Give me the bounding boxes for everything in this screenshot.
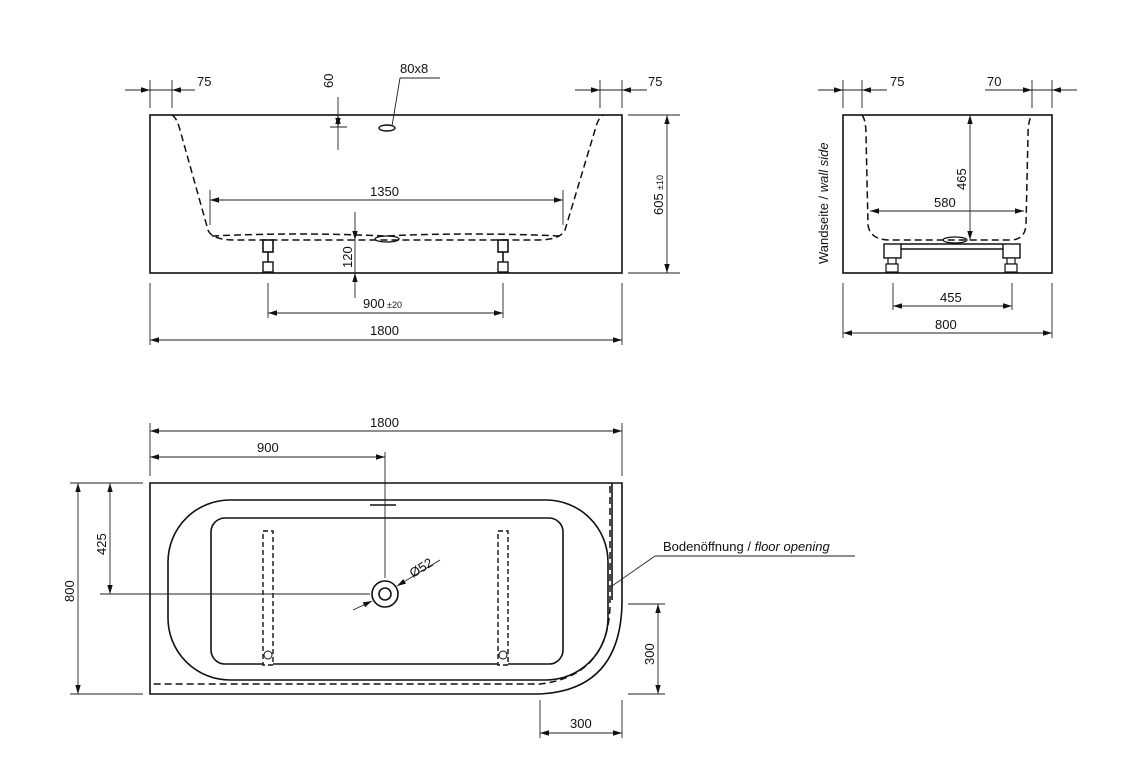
top-foot-right-icon <box>497 530 509 666</box>
front-dim-right-rim: 75 <box>648 74 662 89</box>
front-dim-inner-length: 1350 <box>370 184 399 199</box>
front-dim-left-rim: 75 <box>197 74 211 89</box>
top-basin-floor <box>210 517 564 665</box>
top-dim-total-width: 800 <box>62 580 77 602</box>
top-tub-outline <box>149 482 623 695</box>
foot-left-icon <box>262 239 274 273</box>
front-dim-overflow-size: 80x8 <box>400 61 428 76</box>
front-basin-profile <box>171 114 604 241</box>
side-dim-right-rim: 70 <box>987 74 1001 89</box>
front-dim-overflow-height: 60 <box>321 74 336 88</box>
side-foot-left-icon <box>883 243 902 259</box>
front-dim-feet-tolerance: ±20 <box>387 300 402 310</box>
drain-icon <box>371 580 399 608</box>
side-dim-left-rim: 75 <box>890 74 904 89</box>
front-dim-feet-distance: 900 <box>363 296 385 311</box>
front-dim-bottom-height: 120 <box>340 246 355 268</box>
side-view: 75 70 Wandseite / wall side 465 580 455 … <box>816 74 1077 338</box>
side-foot-right-icon <box>1002 243 1021 259</box>
top-dim-drain-x: 900 <box>257 440 279 455</box>
top-dim-drain-diameter: Ø52 <box>407 555 436 581</box>
top-dim-total-length: 1800 <box>370 415 399 430</box>
foot-right-icon <box>497 239 509 273</box>
side-dim-inner-depth: 465 <box>954 168 969 190</box>
side-dim-inner-width: 580 <box>934 195 956 210</box>
front-dim-total-length: 1800 <box>370 323 399 338</box>
floor-opening-label: Bodenöffnung / floor opening <box>663 539 831 554</box>
top-basin-rim <box>167 499 609 681</box>
side-tub-outline <box>842 114 1053 274</box>
front-dim-height-tolerance: ±10 <box>655 175 665 190</box>
side-basin-profile <box>861 114 1033 241</box>
front-dim-total-height: 605 <box>651 193 666 215</box>
side-dim-feet-distance: 455 <box>940 290 962 305</box>
top-foot-left-icon <box>262 530 274 666</box>
drain-front-icon <box>374 235 400 243</box>
side-dim-total-width: 800 <box>935 317 957 332</box>
front-tub-outline <box>149 114 623 274</box>
side-wall-label: Wandseite / wall side <box>816 142 831 264</box>
top-dim-corner-radius-y: 300 <box>642 643 657 665</box>
top-dim-drain-y: 425 <box>94 533 109 555</box>
overflow-icon <box>378 124 396 132</box>
top-dim-corner-radius-x: 300 <box>570 716 592 731</box>
front-view: 75 75 60 80x8 1350 120 900 ±20 1800 <box>125 61 680 345</box>
top-view: Ø52 1800 900 425 800 300 300 Bodenöffnun… <box>62 415 855 738</box>
